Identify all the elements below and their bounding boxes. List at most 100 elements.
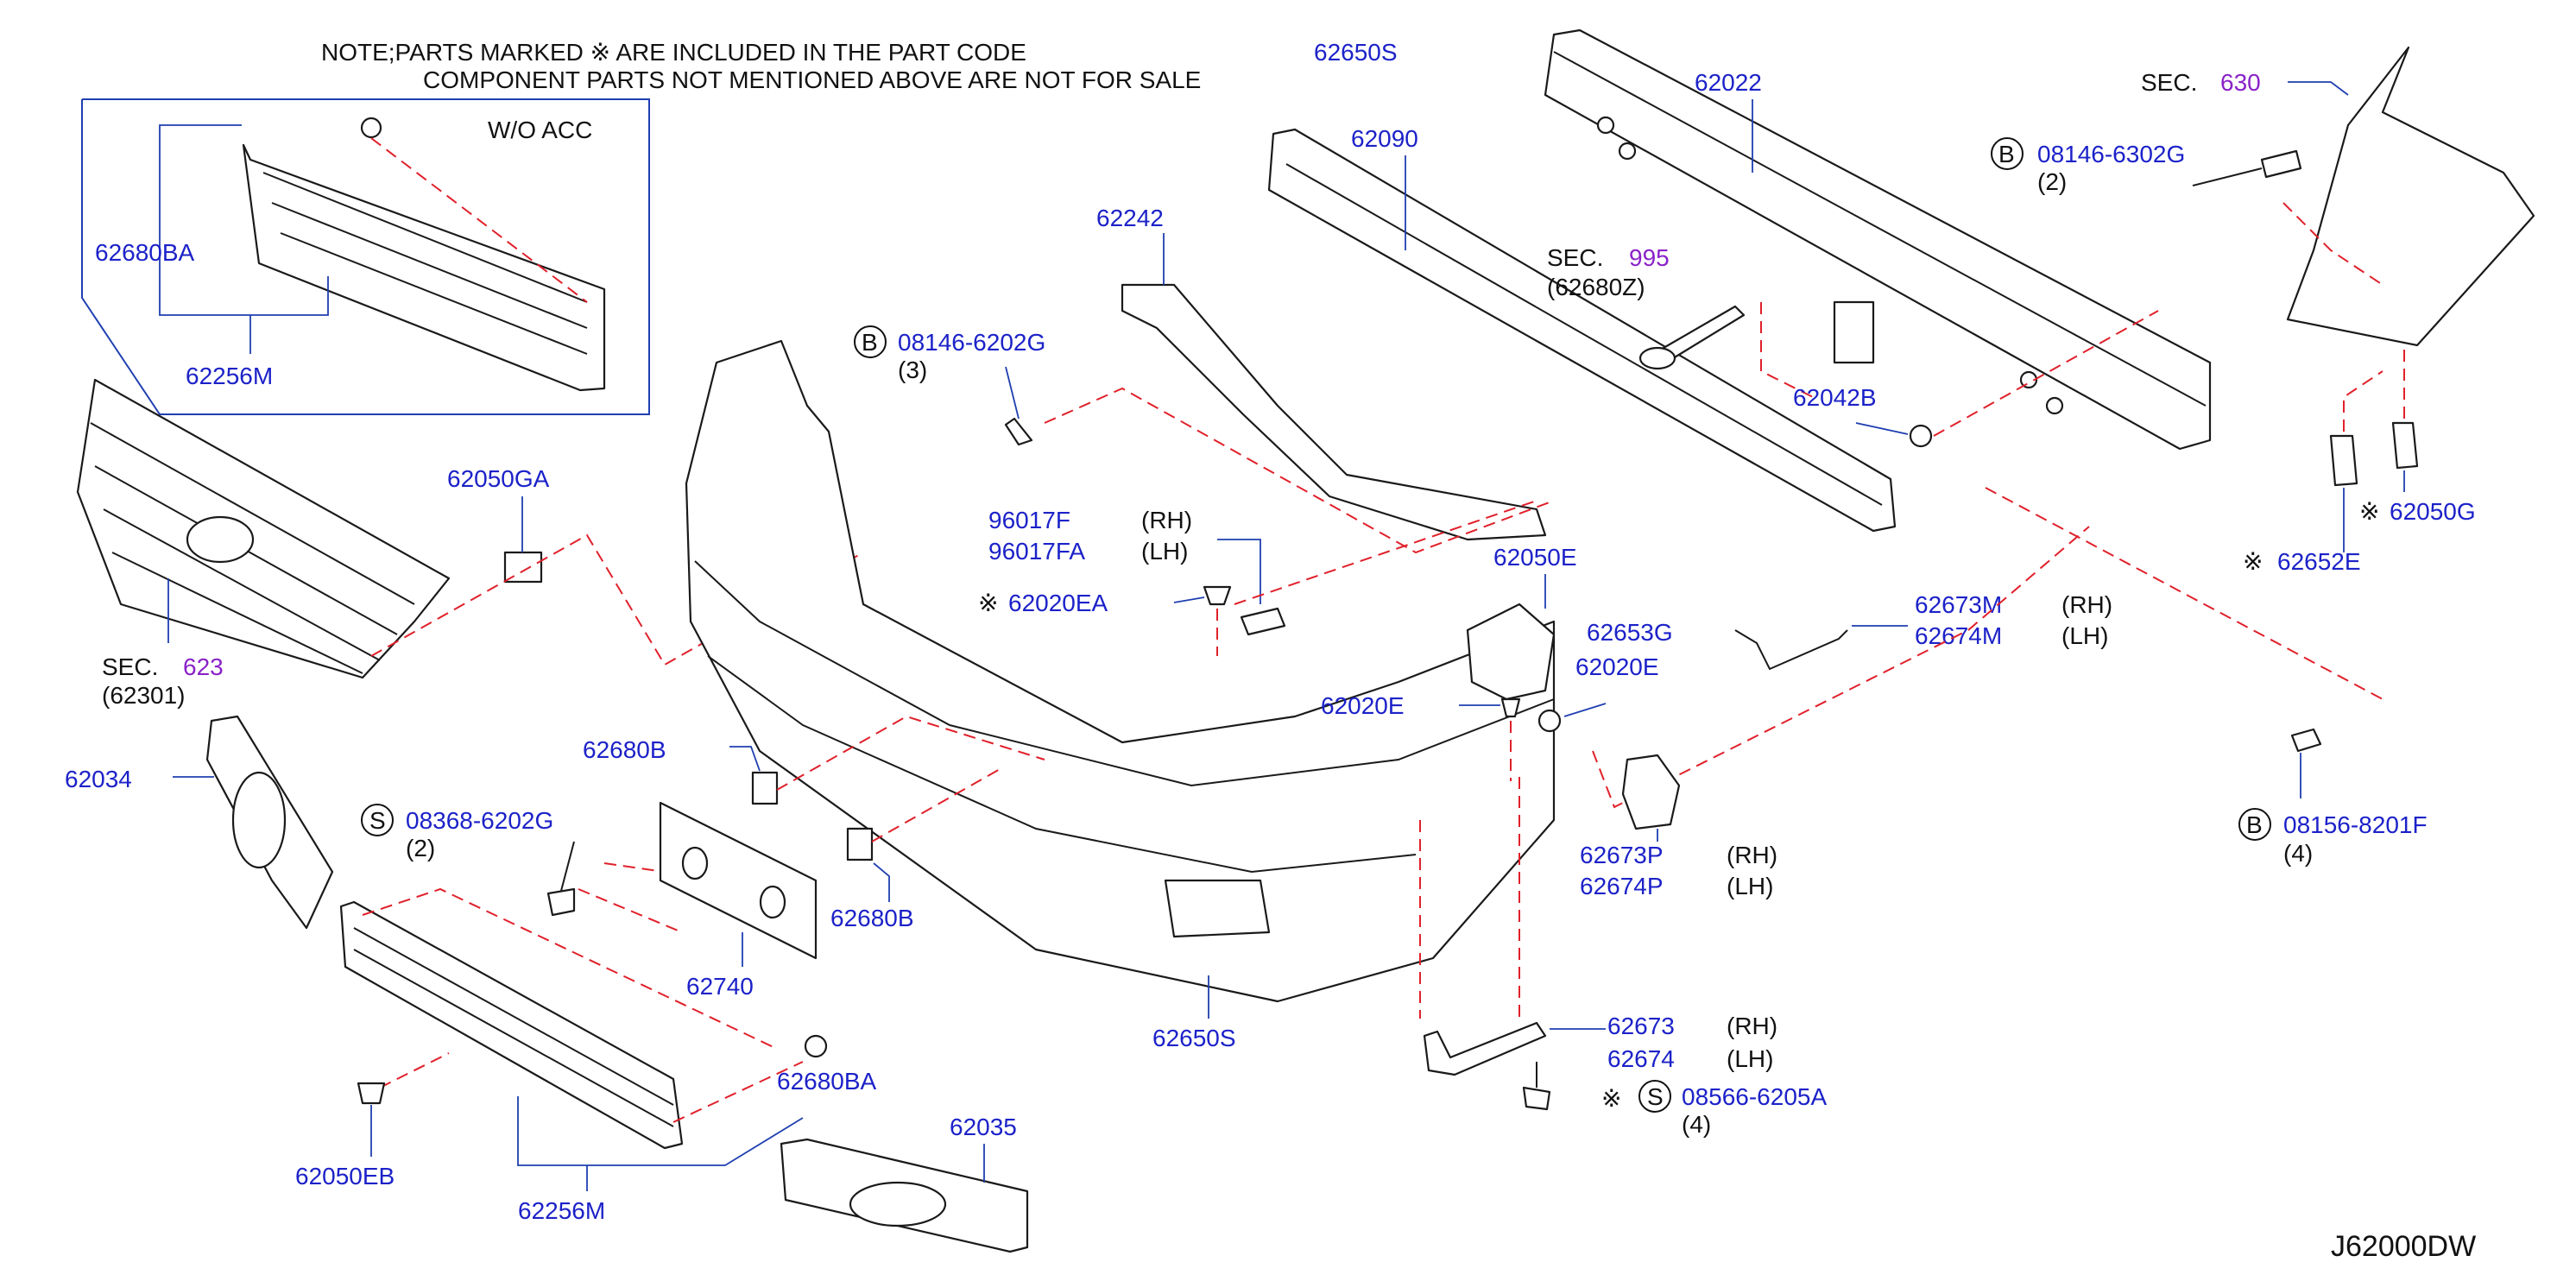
reinforcement-62022-edge [1553, 51, 2207, 407]
label-62020EA: 62020EA [1008, 590, 1108, 616]
label-62050G: 62050G [2390, 498, 2476, 525]
label-62256M-bot: 62256M [518, 1197, 605, 1224]
seal-62673M-strip [1734, 629, 1848, 671]
emblem-96017F: 96017F (RH) 96017FA (LH) ※ 62020EA [978, 500, 1537, 656]
label-sec-995: 995 [1629, 244, 1670, 271]
bolt-08146-6202G-head [1004, 417, 1033, 446]
bumper-fascia-62650S: 62650S [685, 339, 1556, 1051]
bracket-62050E-body [1466, 603, 1556, 701]
bracket-62673P: 62673P (RH) 62674P (LH) [1580, 754, 1777, 899]
reinforcement-hole-4 [2045, 396, 2064, 415]
label-62673P-rh: (RH) [1727, 842, 1777, 868]
leader-62020E-b [1563, 703, 1607, 717]
kome-62652E: ※ [2243, 548, 2263, 575]
bracket-62673: 62673 (RH) 62674 (LH) [1419, 777, 1777, 1076]
bolt-08146-6302G: B 08146-6302G (2) [1991, 137, 2302, 195]
label-08156-8201F: 08156-8201F [2283, 811, 2428, 838]
leader-08146-6202G [1005, 366, 1020, 420]
inset-title: W/O ACC [488, 117, 592, 143]
label-62020E-a: 62020E [1321, 692, 1405, 719]
front-grille-emblem [186, 515, 255, 564]
circle-s-1-letter: S [369, 807, 386, 834]
dash-62050GA [370, 533, 864, 666]
inset-dash [370, 137, 588, 303]
side-bracket-62050E: 62050E 62653G 62020E 62020E [1321, 544, 1673, 781]
diagram-code: J62000DW [2331, 1230, 2476, 1263]
circle-s-2-letter: S [1647, 1083, 1664, 1110]
label-62673: 62673 [1607, 1013, 1675, 1039]
dash-seal [1592, 487, 2383, 809]
label-08566-6205A: 08566-6205A [1682, 1083, 1827, 1110]
dash-62042B [1933, 310, 2159, 437]
leader-96017F [1217, 539, 1261, 604]
note-line-1-code: 62650S [1314, 39, 1398, 66]
clip-62680BA-bot [804, 1034, 828, 1058]
screw-08368-6202G: S 08368-6202G (2) [361, 804, 726, 933]
label-62020E-b: 62020E [1575, 653, 1659, 680]
clip-62020E-a [1500, 697, 1521, 718]
reinforcement-62022-body [1544, 28, 2212, 451]
circle-b-3 [2238, 808, 2271, 841]
label-62674P: 62674P [1580, 873, 1664, 899]
label-62680BA-bot: 62680BA [777, 1068, 877, 1095]
bolt-08146-6302G-head [2260, 149, 2302, 179]
label-62652E: 62652E [2277, 548, 2361, 575]
bumper-fascia-body [685, 339, 1556, 1003]
label-qty-2a: (2) [2037, 168, 2067, 195]
dash-clips-right [2343, 345, 2405, 432]
emblem-96017F-body [1240, 607, 1286, 636]
nut-62042B-body [1909, 424, 1933, 448]
nut-62042B: 62042B [1793, 310, 2159, 448]
stay-62242: 62242 [1044, 205, 1555, 554]
label-08146-6202G: 08146-6202G [898, 329, 1045, 356]
label-62673-rh: (RH) [1727, 1013, 1777, 1039]
circle-b-1-letter: B [862, 329, 878, 356]
dash-62020EA [1216, 500, 1537, 656]
energy-absorber-62090: 62090 [1267, 125, 1897, 533]
label-sec-623-word: SEC. [102, 653, 158, 680]
label-62022: 62022 [1695, 69, 1762, 96]
label-sec-630-word: SEC. [2141, 69, 2197, 96]
label-62301: (62301) [102, 682, 186, 709]
bolt-08156-8201F-head [2290, 728, 2322, 753]
label-62740: 62740 [686, 973, 754, 1000]
label-qty-4b: (4) [1682, 1111, 1711, 1138]
clip-62020E-b [1537, 709, 1562, 733]
circle-s-2 [1638, 1080, 1671, 1113]
leader-62680B-a [729, 746, 761, 772]
label-62680B-b: 62680B [830, 905, 914, 931]
screw-08566-6205A: ※ S 08566-6205A (4) [1522, 1062, 1827, 1138]
label-sec-630: 630 [2220, 69, 2261, 96]
label-62042B: 62042B [1793, 384, 1877, 411]
license-bracket-62740-body [659, 801, 818, 960]
leader-62042B [1855, 422, 1909, 435]
bumper-fascia-upper-edge [694, 560, 1555, 787]
absorber-62090-edge [1285, 163, 1883, 506]
bracket-62673P-body [1621, 754, 1681, 830]
dash-62680B [776, 715, 1045, 842]
clip-62652E-body [2329, 434, 2358, 487]
fog-grille-62035-fog [849, 1181, 947, 1227]
clips-62652E-62050G: ※ 62050G ※ 62652E [2243, 345, 2476, 575]
circle-b-2-letter: B [1998, 141, 2015, 167]
license-bracket-hole-2 [759, 885, 786, 919]
label-62673M-rh: (RH) [2061, 591, 2112, 618]
reinforcement-hole-2 [1618, 142, 1637, 161]
label-62680Z: (62680Z) [1547, 274, 1645, 300]
label-62242: 62242 [1096, 205, 1164, 231]
screw-08566-6205A-head [1522, 1086, 1551, 1111]
circle-b-2 [1991, 137, 2024, 170]
label-62673P: 62673P [1580, 842, 1664, 868]
towing-hook-eye [1638, 346, 1676, 370]
absorber-62090-body [1267, 128, 1897, 533]
inset-grille-slats [262, 172, 588, 355]
label-sec-623: 623 [183, 653, 224, 680]
reinforcement-bracket [1833, 300, 1875, 364]
label-qty-4a: (4) [2283, 840, 2313, 867]
side-grille-62034-fog [231, 771, 287, 869]
reinforcement-hole-1 [1596, 116, 1615, 135]
bumper-fog-opening [1164, 879, 1271, 938]
seal-62673M: 62673M (RH) 62674M (LH) [1592, 487, 2383, 809]
label-62680BA-top: 62680BA [95, 239, 195, 266]
screw-08368-6202G-shank [560, 841, 575, 892]
